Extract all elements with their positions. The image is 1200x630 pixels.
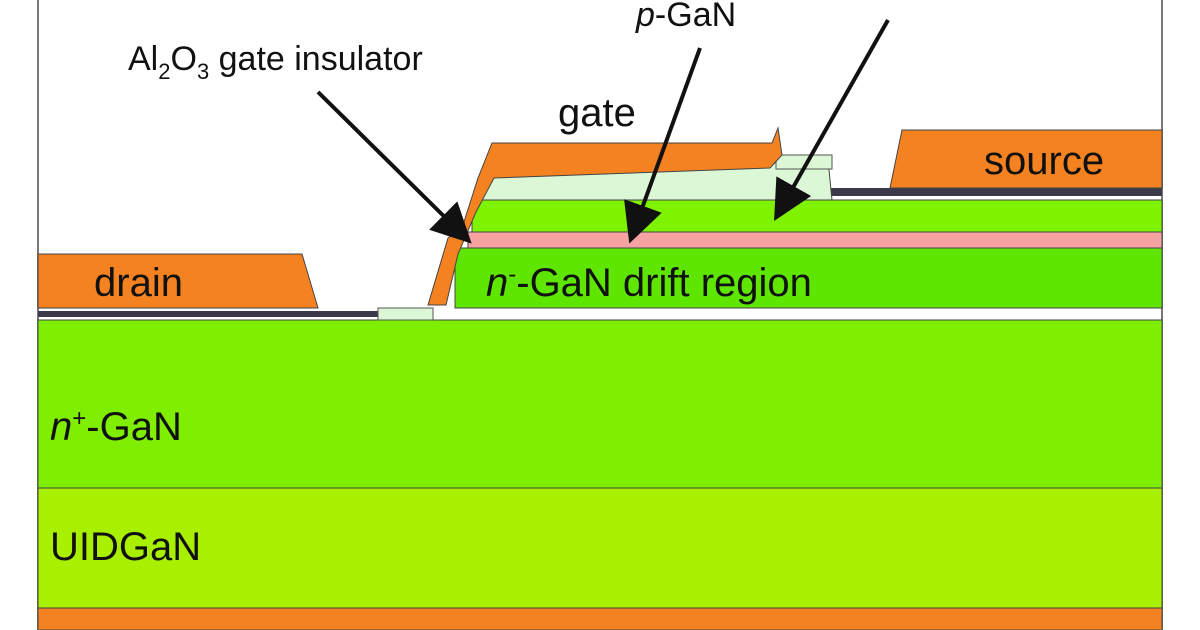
upper-gan-layer	[471, 199, 1163, 233]
p-gan-label: p-GaN	[635, 0, 736, 34]
drain-contact-strip	[38, 311, 378, 317]
uid-gan-layer	[37, 487, 1163, 609]
upper-layer-arrow	[774, 19, 890, 221]
drain-label: drain	[94, 261, 183, 305]
n-plus-gan-layer	[37, 319, 1163, 489]
drain-metal	[37, 253, 319, 309]
drain-side-dielectric	[377, 307, 434, 321]
gate-insulator-arrow	[316, 90, 472, 244]
source-label: source	[984, 139, 1104, 183]
uid-gan-label: UIDGaN	[50, 525, 201, 569]
gate-insulator-label: Al2O3 gate insulator	[128, 40, 423, 84]
source-contact-strip	[830, 188, 1162, 196]
p-gan-arrow	[624, 47, 702, 244]
p-gan-layer	[467, 231, 1163, 249]
substrate-layer	[37, 607, 1163, 630]
drift-region-label: n--GaN drift region	[486, 261, 812, 305]
source-metal	[889, 129, 1163, 189]
n-plus-gan-label: n+-GaN	[50, 405, 182, 449]
gate-label: gate	[558, 91, 636, 135]
n-drift-region-layer	[454, 247, 1163, 309]
